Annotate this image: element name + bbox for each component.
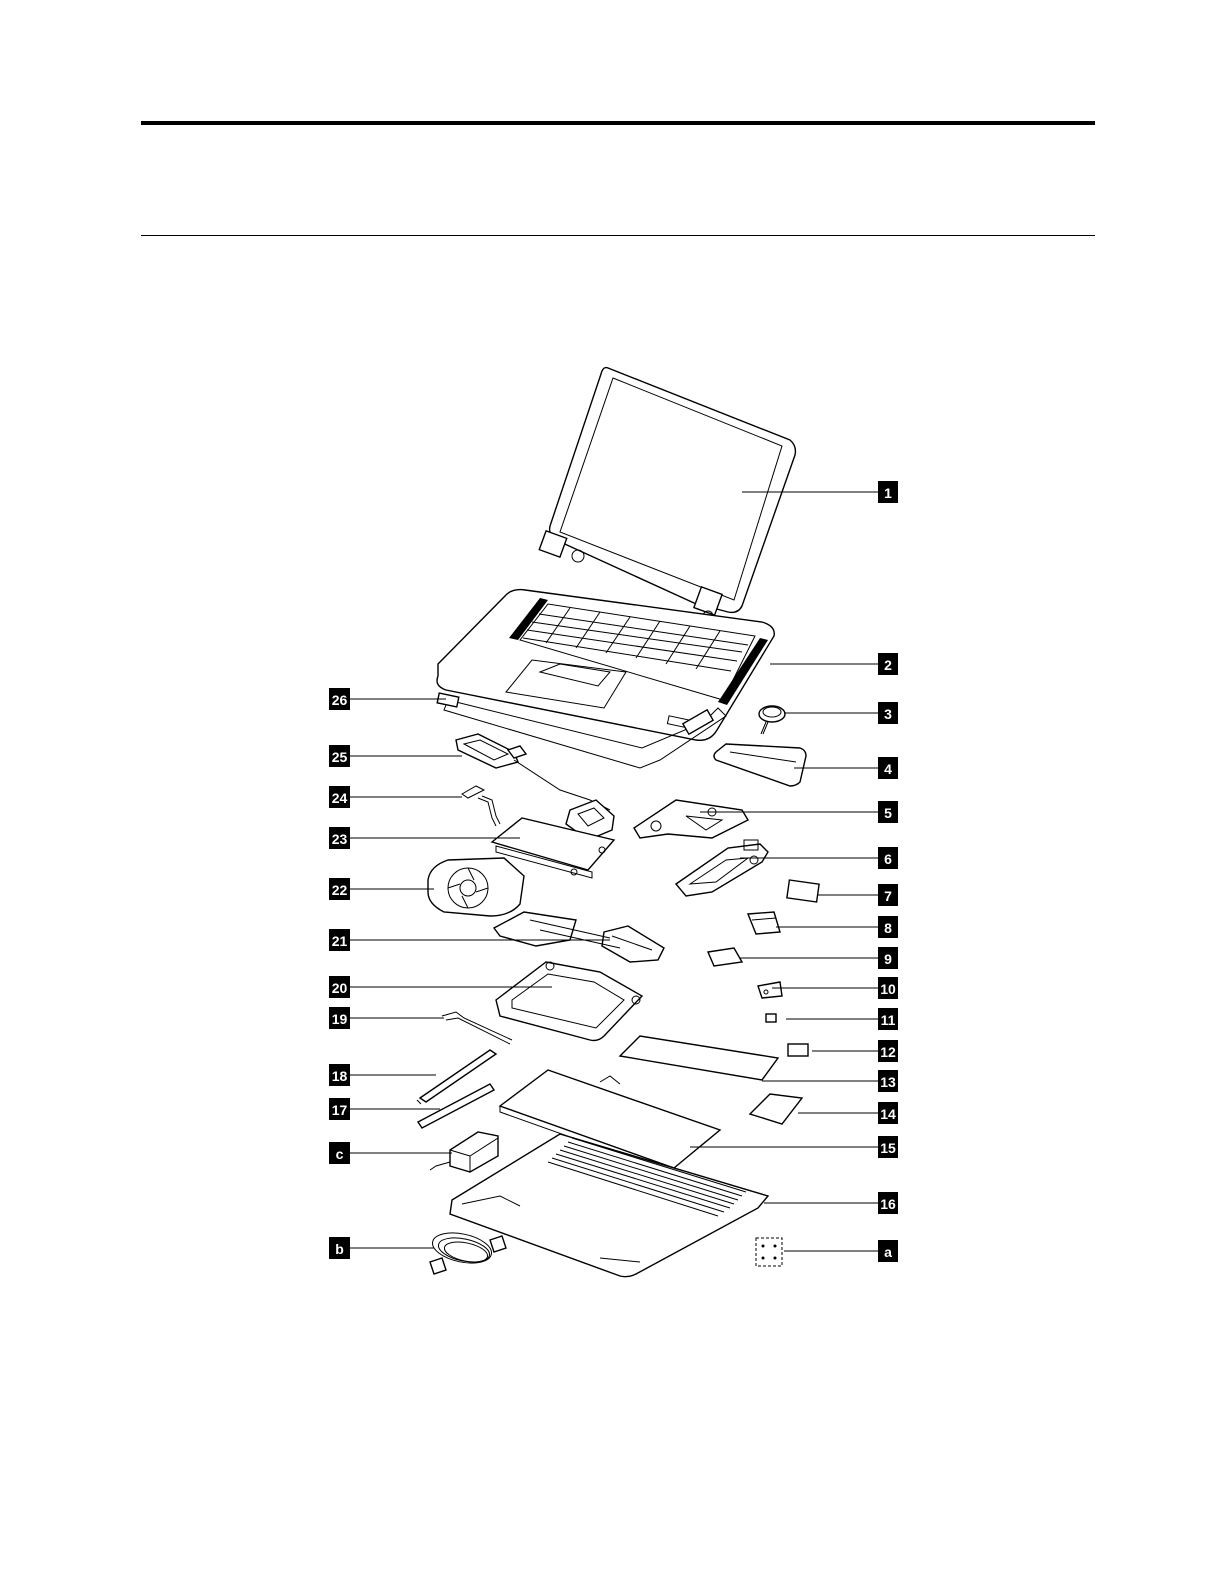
- callout-19: 19: [329, 1007, 350, 1029]
- svg-text:7: 7: [884, 888, 892, 904]
- svg-text:c: c: [336, 1146, 344, 1162]
- svg-text:23: 23: [332, 831, 348, 847]
- svg-text:1: 1: [884, 485, 892, 501]
- callout-8: 8: [878, 916, 898, 938]
- svg-text:26: 26: [332, 692, 348, 708]
- svg-text:21: 21: [332, 933, 348, 949]
- part-pad-12: [788, 1044, 808, 1056]
- part-bracket-6: [676, 840, 768, 896]
- callout-15: 15: [878, 1136, 898, 1158]
- part-ssd-pad: [708, 948, 742, 966]
- callout-1: 1: [878, 481, 898, 503]
- callout-12: 12: [878, 1040, 898, 1062]
- svg-text:16: 16: [880, 1196, 896, 1212]
- part-fan: [428, 858, 524, 916]
- callout-20: 20: [329, 976, 350, 998]
- svg-text:a: a: [884, 1244, 892, 1260]
- callout-4: 4: [878, 757, 898, 779]
- callout-11: 11: [878, 1008, 898, 1030]
- svg-text:24: 24: [332, 790, 348, 806]
- callout-25: 25: [329, 745, 350, 767]
- part-pen-17: [418, 1084, 494, 1128]
- callout-9: 9: [878, 947, 898, 969]
- svg-text:10: 10: [880, 981, 896, 997]
- callout-a: a: [878, 1240, 898, 1262]
- part-thermal-module: [494, 912, 664, 962]
- callout-7: 7: [878, 884, 898, 906]
- svg-text:15: 15: [880, 1140, 896, 1156]
- part-bracket-5: [634, 800, 748, 838]
- callout-3: 3: [878, 702, 898, 724]
- callout-b: b: [329, 1237, 350, 1259]
- callout-10: 10: [878, 977, 898, 999]
- svg-text:17: 17: [332, 1102, 348, 1118]
- svg-text:20: 20: [332, 980, 348, 996]
- callouts-right: 1 2 3 4 5 6 7 8 9 10 11 12 13 14 15 16 a: [878, 481, 898, 1262]
- callout-18: 18: [329, 1064, 350, 1086]
- part-cable-24: [462, 786, 500, 826]
- part-lcd-assembly: [539, 368, 795, 621]
- callout-17: 17: [329, 1098, 350, 1120]
- callout-2: 2: [878, 653, 898, 675]
- callout-14: 14: [878, 1102, 898, 1124]
- svg-text:22: 22: [332, 882, 348, 898]
- callout-5: 5: [878, 801, 898, 823]
- part-sheet-13: [620, 1036, 778, 1080]
- svg-text:14: 14: [880, 1106, 896, 1122]
- svg-text:b: b: [335, 1241, 344, 1257]
- svg-text:8: 8: [884, 920, 892, 936]
- svg-text:9: 9: [884, 951, 892, 967]
- svg-text:2: 2: [884, 657, 892, 673]
- part-card-7: [787, 880, 819, 902]
- part-coin-battery: [759, 706, 785, 734]
- svg-text:6: 6: [884, 851, 892, 867]
- callout-22: 22: [329, 878, 350, 900]
- callout-23: 23: [329, 827, 350, 849]
- part-power-cord: [430, 1228, 506, 1274]
- callout-13: 13: [878, 1070, 898, 1092]
- part-board-4: [714, 744, 806, 786]
- callout-6: 6: [878, 847, 898, 869]
- callout-16: 16: [878, 1192, 898, 1214]
- part-wifi-card: [758, 982, 782, 998]
- svg-text:19: 19: [332, 1011, 348, 1027]
- svg-text:13: 13: [880, 1074, 896, 1090]
- part-chip-11: [766, 1014, 776, 1022]
- svg-text:4: 4: [884, 761, 892, 777]
- svg-text:5: 5: [884, 805, 892, 821]
- callout-c: c: [329, 1142, 350, 1164]
- callout-26: 26: [329, 688, 350, 710]
- svg-text:12: 12: [880, 1044, 896, 1060]
- part-ac-adapter: [430, 1132, 498, 1172]
- svg-text:11: 11: [881, 1012, 896, 1028]
- svg-text:25: 25: [332, 749, 348, 765]
- part-sheet-14: [750, 1094, 802, 1124]
- part-ssd: [748, 912, 780, 934]
- callout-24: 24: [329, 786, 350, 808]
- svg-text:18: 18: [332, 1068, 348, 1084]
- svg-text:3: 3: [884, 706, 892, 722]
- callout-21: 21: [329, 929, 350, 951]
- part-frame-20: [496, 962, 642, 1041]
- callouts-left: 26 25 24 23 22 21 20 19 18 17 c b: [329, 688, 350, 1259]
- part-screw-pack: [756, 1238, 782, 1266]
